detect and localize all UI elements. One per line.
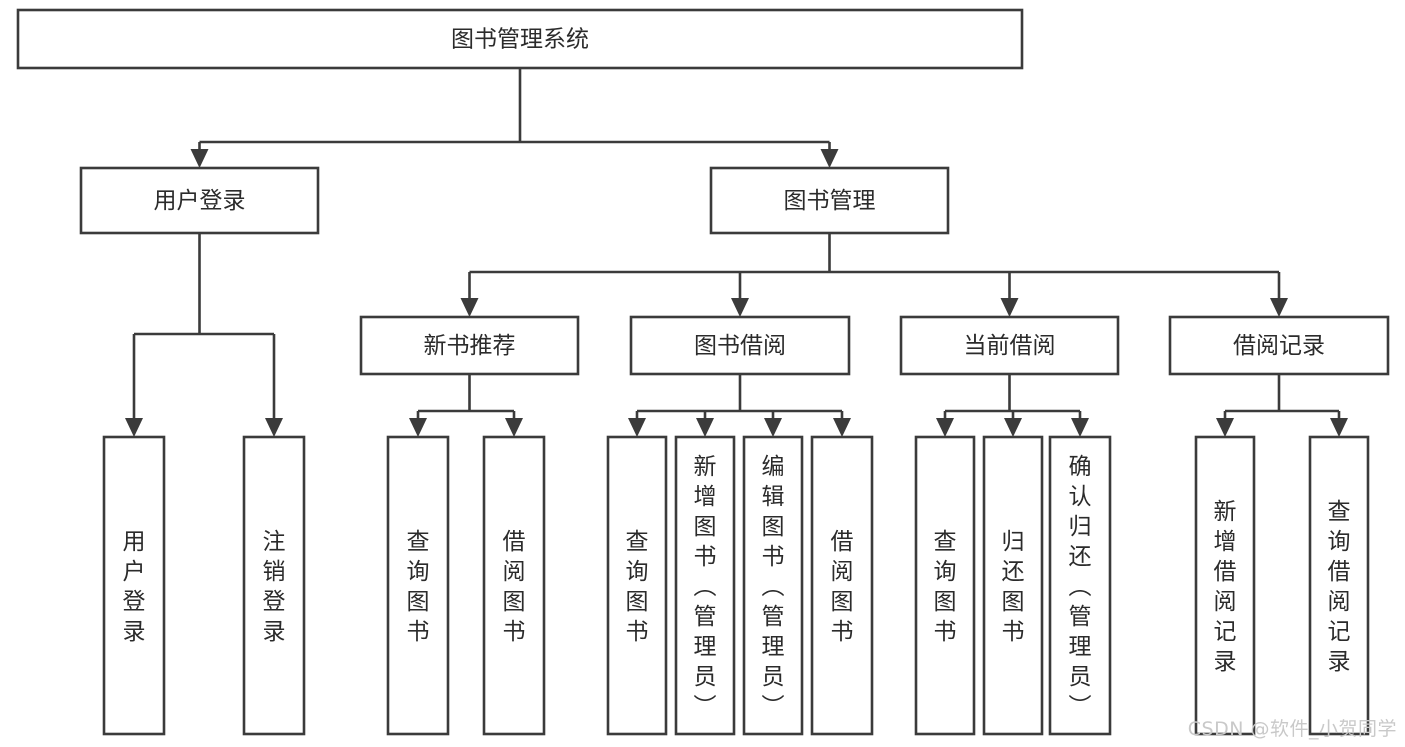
level3-box[interactable]	[359, 315, 580, 376]
leaf-node[interactable]: 借阅图书	[810, 435, 874, 736]
leaf-label: 新增图书︵管理员︶	[694, 454, 717, 720]
leaf-box[interactable]	[1308, 435, 1370, 736]
level3-label: 借阅记录	[1233, 333, 1325, 359]
leaf-label: 查询图书	[407, 529, 430, 645]
leaf-label: 新增借阅记录	[1214, 499, 1237, 675]
arrow-head-icon	[460, 298, 479, 317]
root-node[interactable]: 图书管理系统	[16, 8, 1024, 70]
level2-box[interactable]	[79, 166, 320, 235]
arrow-head-icon	[628, 418, 646, 437]
leaf-node[interactable]: 借阅图书	[482, 435, 546, 736]
arrow-head-icon	[1004, 418, 1022, 437]
leaf-box[interactable]	[242, 435, 306, 736]
level2-box[interactable]	[709, 166, 950, 235]
arrow-head-icon	[265, 418, 283, 437]
leaf-node[interactable]: 查询借阅记录	[1308, 435, 1370, 736]
leaf-node[interactable]: 归还图书	[982, 435, 1044, 736]
arrow-head-icon	[696, 418, 714, 437]
leaf-label: 借阅图书	[503, 529, 526, 645]
leaf-node[interactable]: 查询图书	[914, 435, 976, 736]
leaf-label: 查询图书	[626, 529, 649, 645]
leaf-node[interactable]: 新增借阅记录	[1194, 435, 1256, 736]
arrow-head-icon	[820, 149, 839, 168]
arrow-head-icon	[409, 418, 427, 437]
level2-node[interactable]: 用户登录	[79, 166, 320, 235]
leaf-node[interactable]: 新增图书︵管理员︶	[674, 435, 736, 736]
arrow-head-icon	[1330, 418, 1348, 437]
leaf-box[interactable]	[482, 435, 546, 736]
level2-label: 图书管理	[784, 188, 876, 214]
arrow-head-icon	[1270, 298, 1288, 317]
level3-label: 新书推荐	[424, 333, 516, 359]
leaf-label: 查询借阅记录	[1328, 499, 1351, 675]
arrow-head-icon	[1071, 418, 1089, 437]
leaf-label: 查询图书	[934, 529, 957, 645]
leaf-node[interactable]: 注销登录	[242, 435, 306, 736]
arrow-head-icon	[1000, 298, 1019, 317]
level3-label: 当前借阅	[964, 333, 1056, 359]
leaf-box[interactable]	[386, 435, 450, 736]
arrow-head-icon	[125, 418, 143, 437]
level3-node[interactable]: 当前借阅	[899, 315, 1120, 376]
arrow-head-icon	[764, 418, 782, 437]
leaf-node[interactable]: 编辑图书︵管理员︶	[742, 435, 804, 736]
leaf-label: 归还图书	[1002, 529, 1025, 645]
level3-node[interactable]: 借阅记录	[1168, 315, 1390, 376]
arrow-head-icon	[1216, 418, 1234, 437]
leaf-box[interactable]	[606, 435, 668, 736]
arrow-head-icon	[190, 149, 209, 168]
leaf-label: 确认归还︵管理员︶	[1069, 454, 1092, 720]
leaf-box[interactable]	[102, 435, 166, 736]
level3-box[interactable]	[629, 315, 851, 376]
connectors-layer	[125, 68, 1348, 437]
leaf-label: 编辑图书︵管理员︶	[762, 454, 785, 720]
leaf-box[interactable]	[914, 435, 976, 736]
arrow-head-icon	[936, 418, 954, 437]
leaf-label: 用户登录	[123, 529, 146, 645]
arrow-head-icon	[505, 418, 523, 437]
level3-node[interactable]: 新书推荐	[359, 315, 580, 376]
leaf-box[interactable]	[742, 435, 804, 736]
leaf-label: 借阅图书	[831, 529, 854, 645]
leaf-box[interactable]	[1048, 435, 1112, 736]
leaf-node[interactable]: 用户登录	[102, 435, 166, 736]
leaf-box[interactable]	[1194, 435, 1256, 736]
level3-box[interactable]	[899, 315, 1120, 376]
leaf-node[interactable]: 确认归还︵管理员︶	[1048, 435, 1112, 736]
leaf-box[interactable]	[674, 435, 736, 736]
level3-box[interactable]	[1168, 315, 1390, 376]
level3-node[interactable]: 图书借阅	[629, 315, 851, 376]
leaf-node[interactable]: 查询图书	[606, 435, 668, 736]
arrow-head-icon	[833, 418, 851, 437]
leaf-box[interactable]	[982, 435, 1044, 736]
leaf-node[interactable]: 查询图书	[386, 435, 450, 736]
root-box[interactable]	[16, 8, 1024, 70]
leaf-label: 注销登录	[263, 529, 286, 645]
leaf-box[interactable]	[810, 435, 874, 736]
level3-label: 图书借阅	[694, 333, 786, 359]
arrow-head-icon	[731, 298, 749, 317]
level2-node[interactable]: 图书管理	[709, 166, 950, 235]
nodes-layer: 图书管理系统用户登录图书管理新书推荐图书借阅当前借阅借阅记录用户登录注销登录查询…	[16, 8, 1390, 736]
level2-label: 用户登录	[154, 188, 246, 214]
root-label: 图书管理系统	[451, 27, 589, 53]
